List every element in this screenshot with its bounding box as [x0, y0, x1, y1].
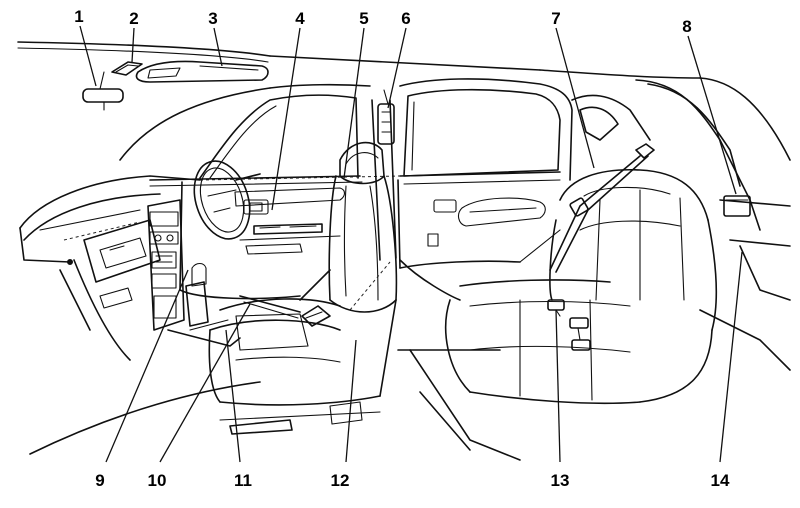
- rear-seat-belt: [549, 143, 655, 273]
- sun-visor: [135, 60, 269, 83]
- callout-10: 10: [147, 471, 167, 490]
- center-console: [147, 199, 241, 347]
- callout-9: 9: [95, 471, 105, 490]
- front-door-frame: [119, 83, 371, 187]
- callout-12: 12: [330, 471, 350, 490]
- b-pillar: [371, 89, 397, 261]
- leader-lines: [79, 25, 743, 463]
- rear-cargo: [699, 77, 791, 301]
- roof-headliner: [17, 41, 701, 79]
- rear-seat: [444, 168, 718, 405]
- callout-11: 11: [234, 471, 252, 490]
- callout-3: 3: [208, 9, 218, 28]
- callout-4: 4: [295, 9, 305, 28]
- rear-view-mirror: [82, 71, 124, 111]
- callout-1: 1: [74, 7, 84, 26]
- seat-belt-buckle: [239, 269, 331, 327]
- callout-8: 8: [682, 17, 692, 36]
- steering-wheel: [193, 160, 261, 240]
- callout-2: 2: [129, 9, 139, 28]
- callout-6: 6: [401, 9, 411, 28]
- map-lamp: [111, 61, 143, 76]
- rear-door: [397, 78, 573, 269]
- front-seat: [208, 141, 398, 435]
- callout-14: 14: [710, 471, 730, 490]
- callout-7: 7: [551, 9, 561, 28]
- dashboard: [19, 175, 201, 361]
- floor: [29, 259, 791, 461]
- callout-13: 13: [550, 471, 570, 490]
- callout-5: 5: [359, 9, 369, 28]
